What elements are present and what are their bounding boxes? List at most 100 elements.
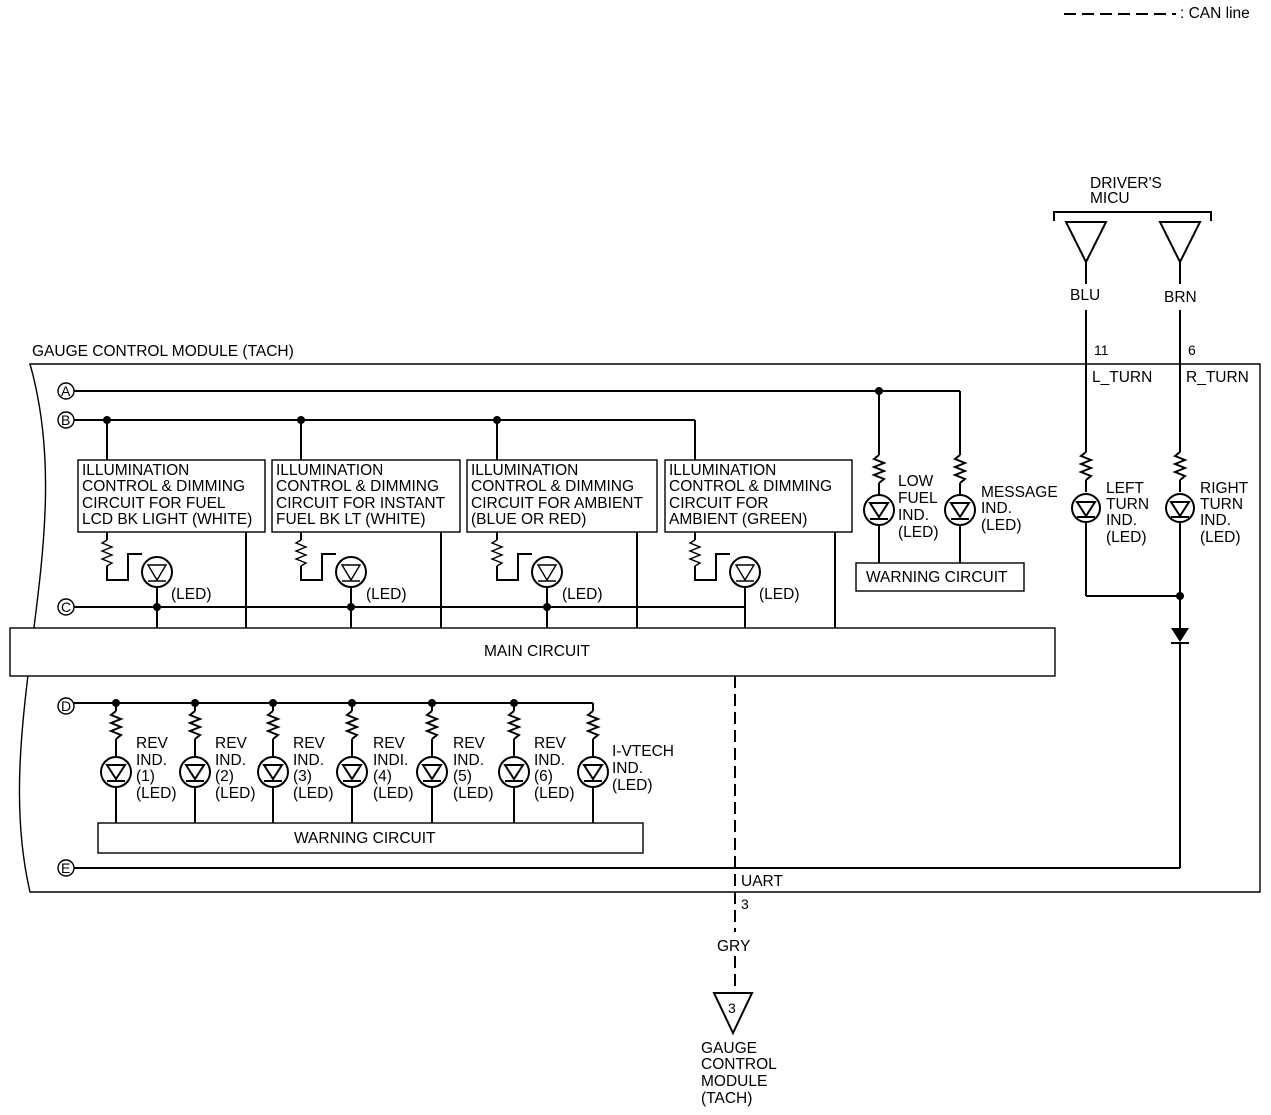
illumination-led-4: (LED) <box>688 532 836 628</box>
drivers-micu-label-2: MICU <box>1090 190 1130 207</box>
target-line-1: GAUGE <box>701 1040 757 1057</box>
bus-c-label: C <box>61 599 71 615</box>
rev-indicator-2-line-2: IND. <box>215 752 246 769</box>
right-turn-circuit: BRN 6 R_TURN RIGHT TURN IND. (LED) <box>1086 262 1249 868</box>
uart-wire-color: GRY <box>717 938 750 955</box>
illumination-box-2: ILLUMINATION CONTROL & DIMMING CIRCUIT F… <box>271 459 461 533</box>
uart-can-line: UART 3 GRY 3 GAUGE CONTROL MODULE (TACH) <box>701 676 783 1107</box>
illumination-led-1-label: (LED) <box>171 586 211 603</box>
illumination-box-3: ILLUMINATION CONTROL & DIMMING CIRCUIT F… <box>466 459 658 533</box>
lower-warning-circuit: WARNING CIRCUIT <box>97 822 644 854</box>
illumination-box-3-line-4: (BLUE OR RED) <box>471 511 586 528</box>
illumination-box-2-line-3: CIRCUIT FOR INSTANT <box>276 495 446 512</box>
rev-indicator-5-line-2: IND. <box>453 752 484 769</box>
drivers-micu: DRIVER'S MICU <box>1053 175 1212 265</box>
rev-indicator-6-line-2: IND. <box>534 752 565 769</box>
bus-b: B <box>57 411 696 460</box>
left-turn-label-4: (LED) <box>1106 529 1146 546</box>
rev-indicator-2: REV IND. (2) (LED) <box>179 699 255 823</box>
illumination-box-4-line-1: ILLUMINATION <box>669 462 776 479</box>
bus-c: C <box>57 598 745 616</box>
bus-d: D <box>57 697 593 715</box>
right-turn-label-3: IND. <box>1200 512 1231 529</box>
upper-warning-circuit-label: WARNING CIRCUIT <box>866 569 1008 586</box>
low-fuel-label-1: LOW <box>898 473 934 490</box>
rev-indicator-5-line-4: (LED) <box>453 785 493 802</box>
rev-indicator-5-line-1: REV <box>453 735 486 752</box>
bus-d-label: D <box>61 698 71 714</box>
rev-indicator-3-line-3: (3) <box>293 768 312 785</box>
target-line-4: (TACH) <box>701 1090 752 1107</box>
illumination-led-3: (LED) <box>490 532 638 628</box>
low-fuel-label-4: (LED) <box>898 524 938 541</box>
rev-indicator-6-line-4: (LED) <box>534 785 574 802</box>
low-fuel-indicator: LOW FUEL IND. (LED) <box>863 454 938 563</box>
drivers-micu-label-1: DRIVER'S <box>1090 175 1162 192</box>
ivtech-line-3: (LED) <box>612 777 652 794</box>
illumination-box-3-line-1: ILLUMINATION <box>471 462 578 479</box>
rev-indicator-1-line-3: (1) <box>136 768 155 785</box>
low-fuel-label-3: IND. <box>898 507 929 524</box>
right-turn-label-4: (LED) <box>1200 529 1240 546</box>
rev-indicator-4-line-2: INDI. <box>373 752 408 769</box>
illumination-box-3-line-2: CONTROL & DIMMING <box>471 478 634 495</box>
target-line-2: CONTROL <box>701 1056 777 1073</box>
rev-indicator-4-line-4: (LED) <box>373 785 413 802</box>
illumination-box-1-line-1: ILLUMINATION <box>82 462 189 479</box>
rev-indicator-1-line-2: IND. <box>136 752 167 769</box>
illumination-box-4-line-4: AMBIENT (GREEN) <box>669 511 807 528</box>
illumination-box-1: ILLUMINATION CONTROL & DIMMING CIRCUIT F… <box>77 459 266 533</box>
illumination-box-2-line-2: CONTROL & DIMMING <box>276 478 439 495</box>
right-wire-color: BRN <box>1164 289 1197 306</box>
right-turn-label-2: TURN <box>1200 496 1243 513</box>
ivtech-indicator: I-VTECH IND. (LED) <box>577 703 674 823</box>
bus-b-label: B <box>61 412 70 428</box>
illumination-led-1: (LED) <box>100 532 247 628</box>
bus-e-label: E <box>61 860 70 876</box>
rev-indicator-3-line-2: IND. <box>293 752 324 769</box>
illumination-box-4-line-3: CIRCUIT FOR <box>669 495 769 512</box>
uart-connector-number: 3 <box>728 1000 736 1016</box>
illumination-box-2-line-1: ILLUMINATION <box>276 462 383 479</box>
illumination-led-3-label: (LED) <box>562 586 602 603</box>
right-pin: 6 <box>1188 342 1196 358</box>
message-label-2: IND. <box>981 500 1012 517</box>
rev-indicator-6-line-1: REV <box>534 735 567 752</box>
ivtech-line-1: I-VTECH <box>612 743 674 760</box>
rev-indicator-5: REV IND. (5) (LED) <box>416 699 493 823</box>
right-signal: R_TURN <box>1186 369 1249 386</box>
target-line-3: MODULE <box>701 1073 767 1090</box>
uart-pin: 3 <box>741 896 749 912</box>
upper-warning-circuit: WARNING CIRCUIT <box>855 562 1025 592</box>
lower-warning-circuit-label: WARNING CIRCUIT <box>294 830 436 847</box>
left-signal: L_TURN <box>1092 369 1152 386</box>
rev-indicator-4-line-3: (4) <box>373 768 392 785</box>
illumination-box-3-line-3: CIRCUIT FOR AMBIENT <box>471 495 643 512</box>
rev-indicator-4: REV INDI. (4) (LED) <box>336 699 413 823</box>
left-turn-circuit: BLU 11 L_TURN LEFT TURN IND. (LED) <box>1070 262 1152 596</box>
message-label-3: (LED) <box>981 517 1021 534</box>
rev-indicator-6-line-3: (6) <box>534 768 553 785</box>
illumination-led-2-label: (LED) <box>366 586 406 603</box>
illumination-box-2-line-4: FUEL BK LT (WHITE) <box>276 511 426 528</box>
illumination-box-4-line-2: CONTROL & DIMMING <box>669 478 832 495</box>
rev-indicator-2-line-3: (2) <box>215 768 234 785</box>
illumination-box-1-line-3: CIRCUIT FOR FUEL <box>82 495 226 512</box>
rev-indicator-2-line-1: REV <box>215 735 248 752</box>
left-turn-label-2: TURN <box>1106 496 1149 513</box>
uart-signal: UART <box>741 873 783 890</box>
ivtech-line-2: IND. <box>612 760 643 777</box>
can-line-legend: : CAN line <box>1064 5 1250 22</box>
rev-indicator-1-line-4: (LED) <box>136 785 176 802</box>
rev-indicator-6: REV IND. (6) (LED) <box>498 699 574 823</box>
module-title: GAUGE CONTROL MODULE (TACH) <box>32 343 294 360</box>
rev-indicator-1-line-1: REV <box>136 735 169 752</box>
rev-indicator-3: REV IND. (3) (LED) <box>257 699 333 823</box>
main-circuit: MAIN CIRCUIT <box>9 627 1056 677</box>
left-turn-label-1: LEFT <box>1106 480 1144 497</box>
bus-a: A <box>57 382 961 455</box>
rev-indicator-5-line-3: (5) <box>453 768 472 785</box>
right-turn-label-1: RIGHT <box>1200 480 1249 497</box>
message-label-1: MESSAGE <box>981 484 1058 501</box>
